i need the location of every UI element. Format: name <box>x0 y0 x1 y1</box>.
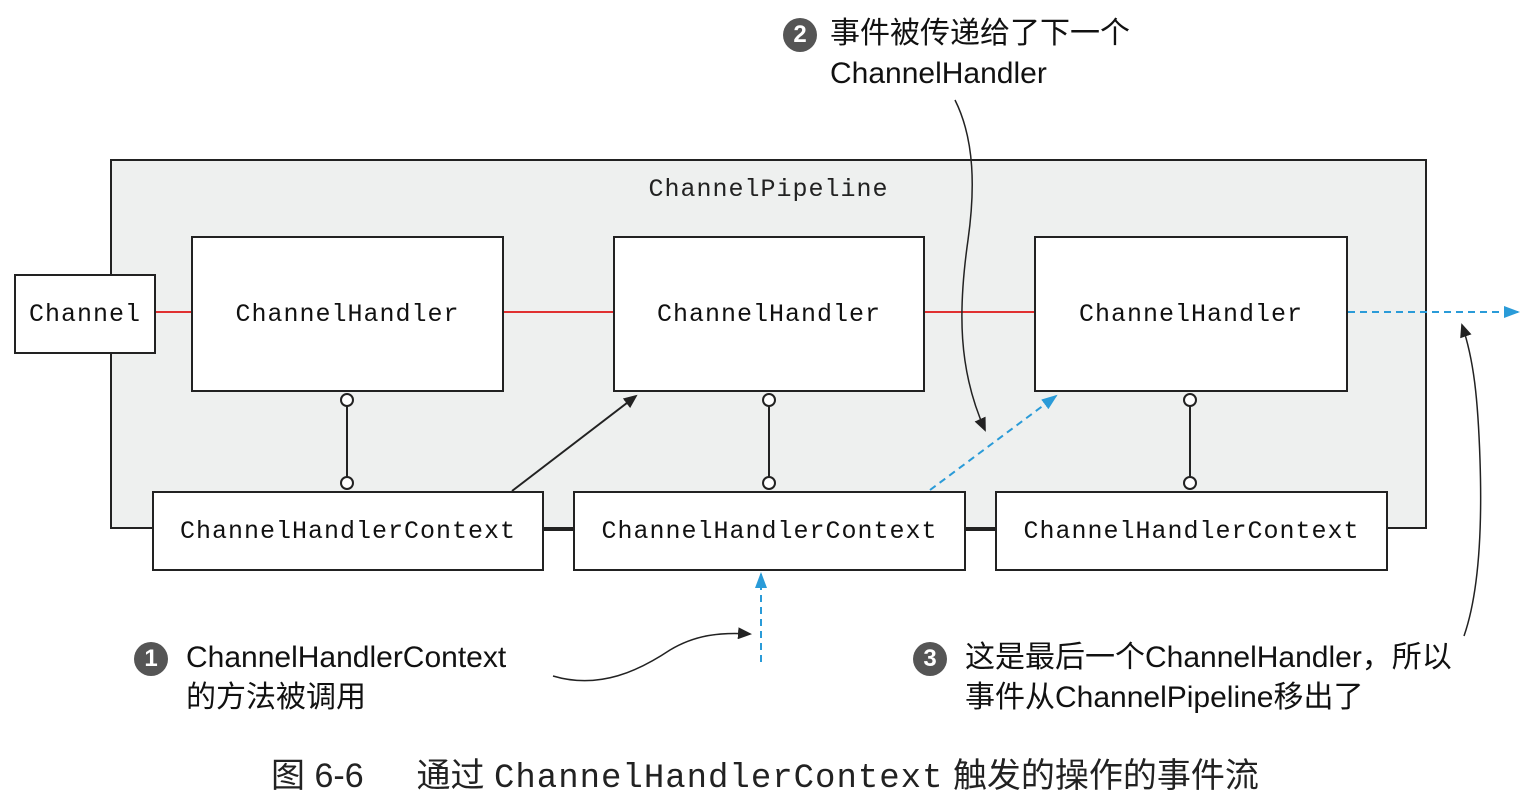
leader-callout-1 <box>552 627 752 682</box>
leader-callout-2 <box>954 99 986 432</box>
caption-text-before: 通过 <box>416 757 485 795</box>
leader-callout-3 <box>1460 323 1482 637</box>
channel-handler-box-1: ChannelHandler <box>191 236 504 392</box>
handler-context-box-1: ChannelHandlerContext <box>152 491 544 571</box>
callout-badge-3: 3 <box>913 642 947 676</box>
callout-3: 这是最后一个ChannelHandler，所以 事件从ChannelPipeli… <box>965 638 1452 718</box>
channel-handler-box-2: ChannelHandler <box>613 236 925 392</box>
caption-prefix: 图 6-6 <box>271 757 364 795</box>
arrow-context1-to-handler2 <box>511 394 638 492</box>
pipeline-label: ChannelPipeline <box>648 175 889 204</box>
handler-context-box-3: ChannelHandlerContext <box>995 491 1388 571</box>
handler-context-box-2: ChannelHandlerContext <box>573 491 966 571</box>
callout-badge-2: 2 <box>783 18 817 52</box>
callout-2-line1: 事件被传递给了下一个 <box>830 17 1130 50</box>
channel-box: Channel <box>14 274 156 354</box>
callout-1: ChannelHandlerContext 的方法被调用 <box>186 638 506 718</box>
channel-handler-label-3: ChannelHandler <box>1078 299 1304 329</box>
callout-2-line2: ChannelHandler <box>830 57 1047 90</box>
caption-code: ChannelHandlerContext <box>494 760 944 798</box>
callout-1-line2: 的方法被调用 <box>186 681 366 714</box>
connector-handler3-context3 <box>1183 393 1197 490</box>
handler-context-label-1: ChannelHandlerContext <box>179 516 517 546</box>
callout-1-line1: ChannelHandlerContext <box>186 641 507 674</box>
channel-handler-label-2: ChannelHandler <box>656 299 882 329</box>
connector-handler2-context2 <box>762 393 776 490</box>
callout-2: 事件被传递给了下一个 ChannelHandler <box>830 14 1130 94</box>
caption-text-after: 触发的操作的事件流 <box>952 757 1259 795</box>
handler-context-label-3: ChannelHandlerContext <box>1023 516 1360 546</box>
connector-handler1-context1 <box>340 393 354 490</box>
channel-handler-box-3: ChannelHandler <box>1034 236 1348 392</box>
figure-caption: 图 6-6 通过 ChannelHandlerContext 触发的操作的事件流 <box>0 748 1530 798</box>
callout-3-line1: 这是最后一个ChannelHandler，所以 <box>965 641 1452 674</box>
handler-context-label-2: ChannelHandlerContext <box>601 516 938 546</box>
callout-badge-1: 1 <box>134 642 168 676</box>
channel-label: Channel <box>28 299 142 329</box>
arrow-context2-to-handler3 <box>929 394 1058 491</box>
callout-3-line2: 事件从ChannelPipeline移出了 <box>965 681 1364 714</box>
channel-handler-label-1: ChannelHandler <box>235 299 460 329</box>
